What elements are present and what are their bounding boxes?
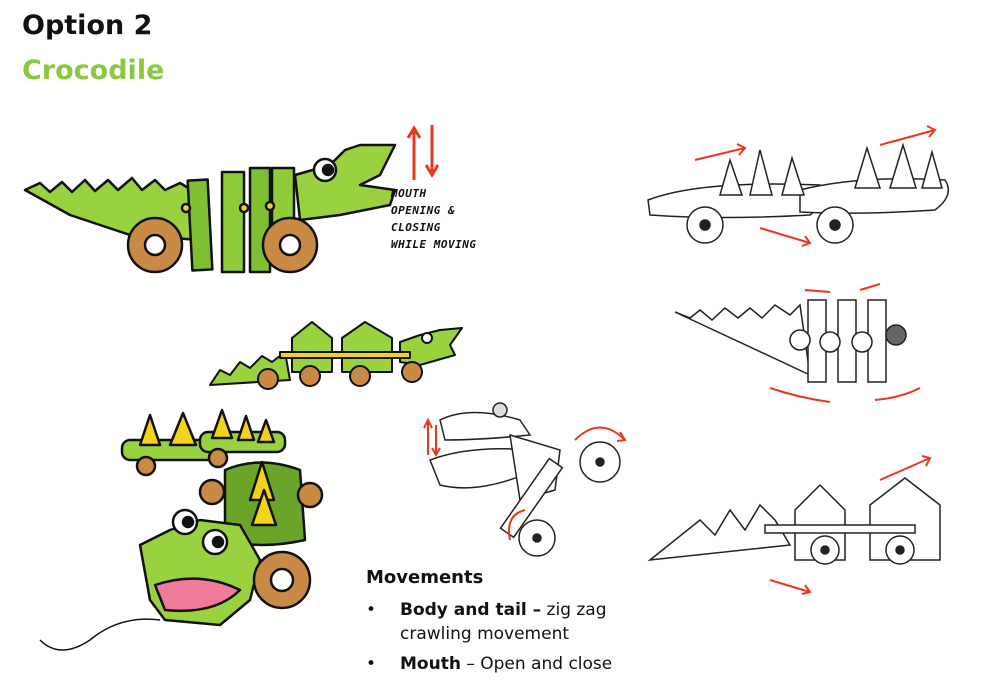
annotation-line: CLOSING: [391, 221, 441, 234]
mechanism-motion-arrows-icon: [423, 417, 627, 541]
annotation-line: OPENING &: [391, 204, 456, 217]
movements-list: • Body and tail – zig zag crawling moveme…: [366, 598, 670, 676]
spiked-platform-sketch: [647, 142, 950, 244]
bullet: •: [366, 600, 377, 620]
pull-toy-crocodile-drawing: [39, 408, 324, 651]
movements-section: Movements • Body and tail – zig zag crawl…: [366, 566, 670, 682]
movement-text: – Open and close: [460, 654, 613, 674]
slide-title: Option 2: [22, 10, 153, 41]
small-crocodile-drawing: [209, 321, 463, 390]
movement-text: zig zag crawling movement: [400, 600, 607, 644]
up-down-arrows-icon: [406, 125, 440, 180]
house-body-sketch: [647, 477, 941, 565]
motion-arrows-icon: [694, 125, 937, 595]
bullet: •: [366, 654, 377, 674]
jaw-mechanism-sketch: [429, 402, 621, 557]
zigzag-body-sketch: [674, 299, 907, 383]
mouth-annotation: MOUTH OPENING & CLOSING WHILE MOVING: [391, 185, 476, 253]
movement-label: Body and tail –: [400, 600, 542, 620]
movement-item: • Mouth – Open and close: [366, 652, 670, 676]
slide-subtitle: Crocodile: [22, 55, 165, 86]
movement-label: Mouth: [400, 654, 461, 674]
annotation-line: WHILE MOVING: [391, 238, 477, 251]
annotation-line: MOUTH: [391, 187, 427, 200]
movement-item: • Body and tail – zig zag crawling moveme…: [366, 598, 670, 646]
main-crocodile-drawing: [23, 143, 397, 274]
movements-heading: Movements: [366, 567, 484, 588]
